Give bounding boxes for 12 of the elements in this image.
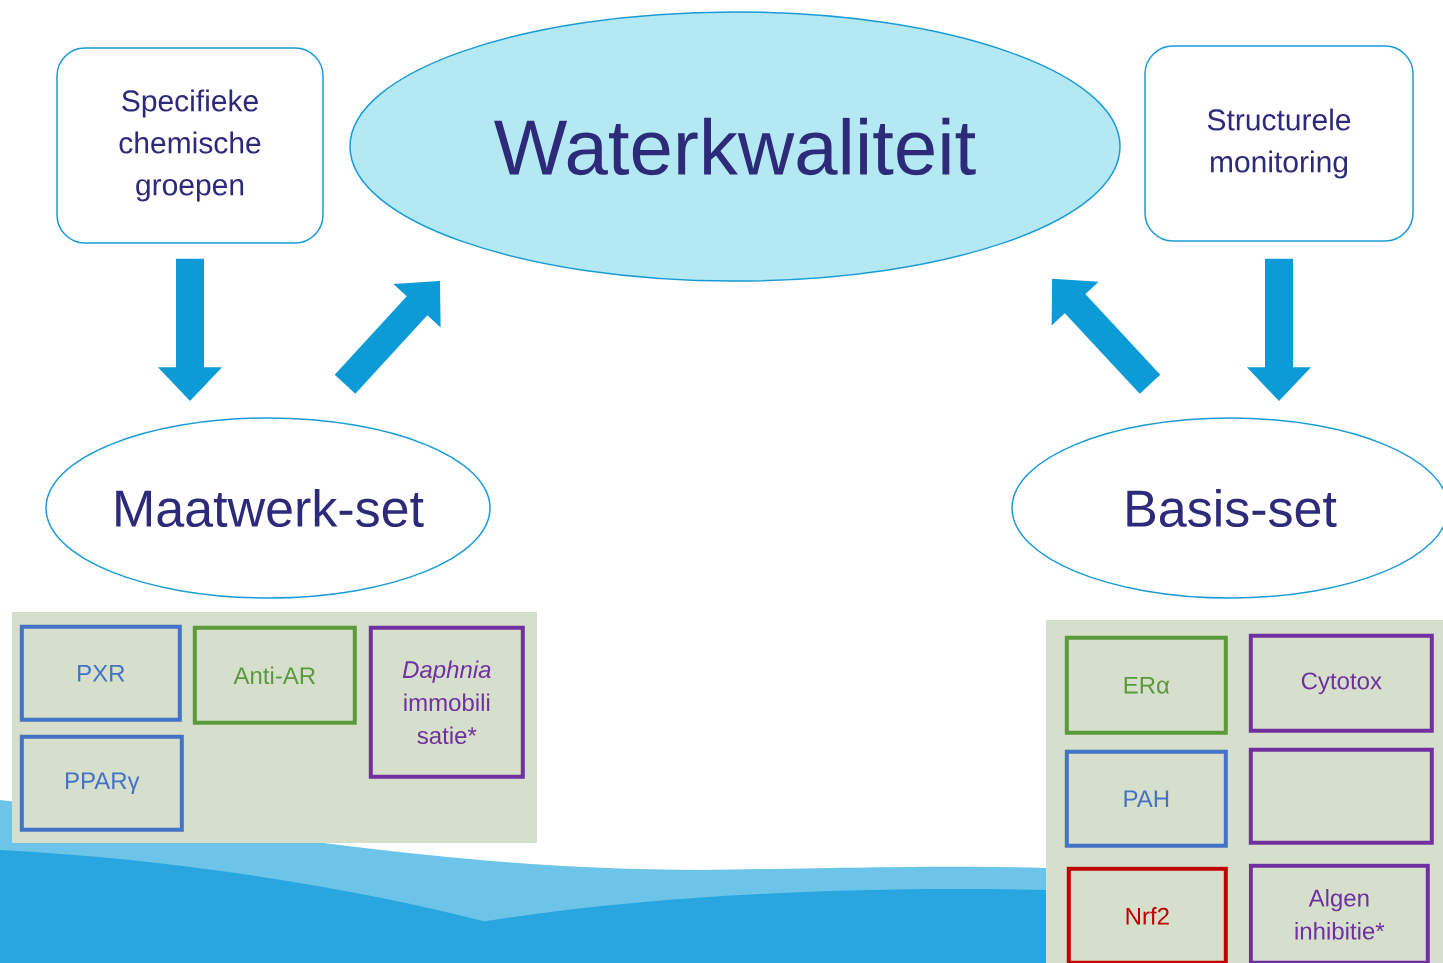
test-box: Daphnia immobili satie*: [368, 625, 525, 779]
test-box: Anti-AR: [192, 625, 357, 725]
test-box: PXR: [19, 624, 182, 722]
test-box: Nrf2: [1066, 866, 1228, 963]
test-box: PPARγ: [19, 734, 184, 832]
test-box: Algen inhibitie*: [1248, 863, 1430, 963]
topic-box: Specifieke chemische groepen: [56, 47, 324, 244]
test-box: ERα: [1064, 635, 1228, 735]
test-box: Cytotox: [1248, 633, 1434, 733]
topic-box: Structurele monitoring: [1144, 45, 1414, 242]
test-box: [1248, 747, 1434, 845]
test-box: PAH: [1064, 749, 1228, 848]
